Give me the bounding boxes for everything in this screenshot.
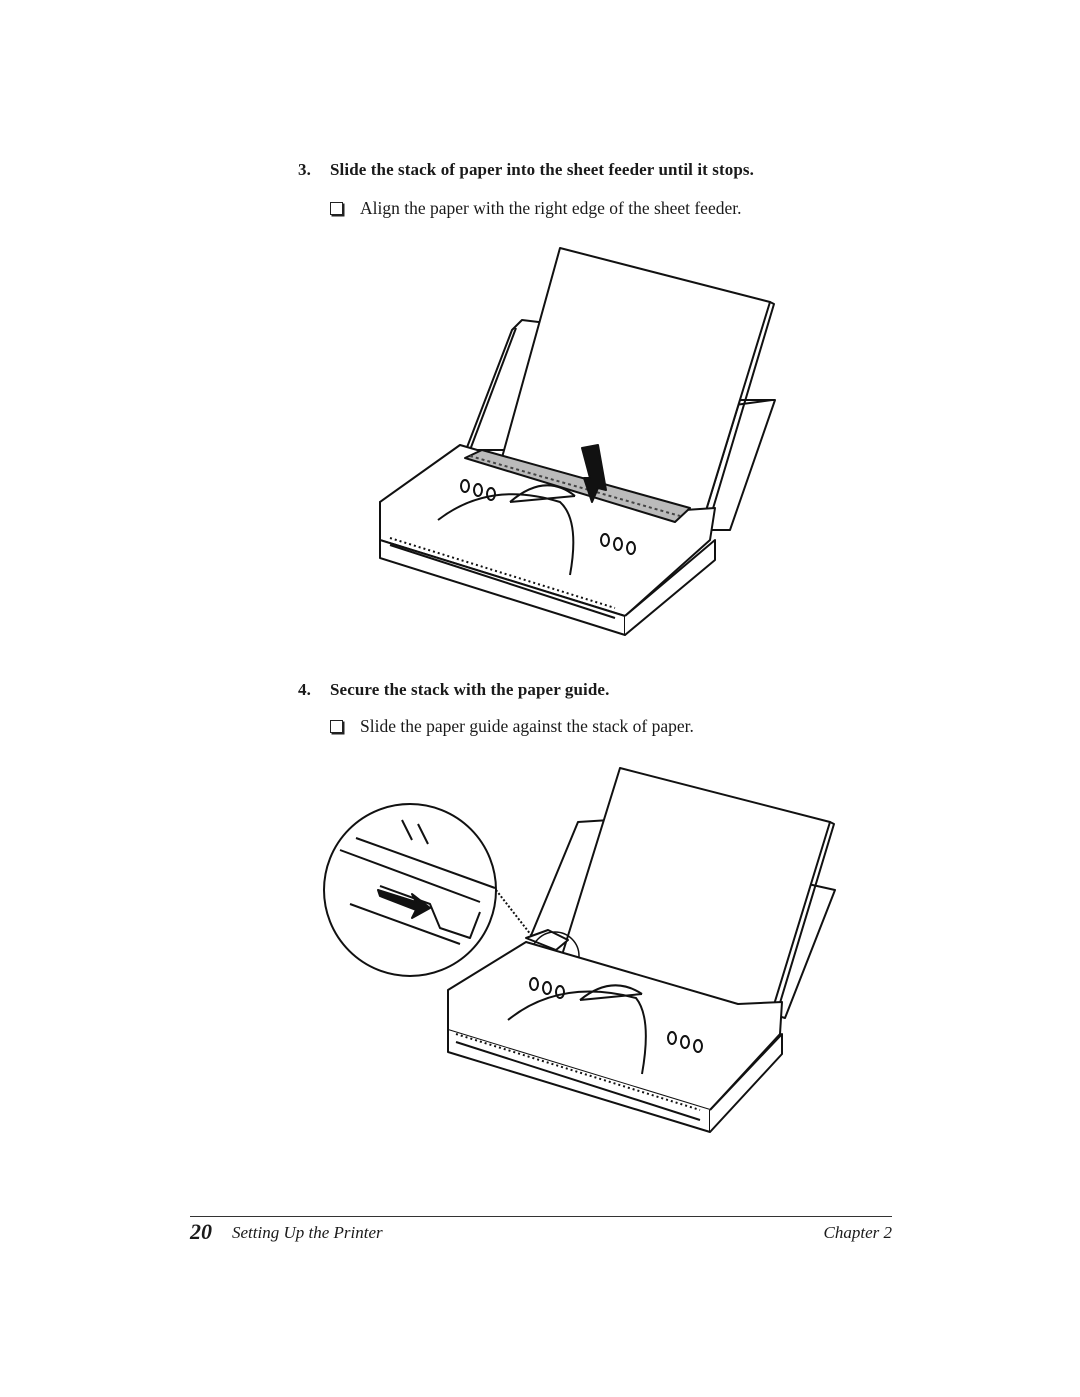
step-4-bullet-text: Slide the paper guide against the stack … [360, 716, 694, 736]
step-4-title: Secure the stack with the paper guide. [330, 680, 610, 699]
page-number: 20 [190, 1219, 212, 1244]
step-3-title: Slide the stack of paper into the sheet … [330, 160, 754, 179]
footer-chapter: Chapter 2 [823, 1223, 892, 1242]
step-4-heading: 4. Secure the stack with the paper guide. [298, 680, 609, 700]
step-4-bullet: Slide the paper guide against the stack … [330, 716, 694, 737]
checkbox-bullet-icon [330, 720, 343, 733]
footer-section-title: Setting Up the Printer [232, 1223, 383, 1242]
printer-loading-illustration [379, 247, 776, 636]
step-3-bullet: Align the paper with the right edge of t… [330, 198, 741, 219]
checkbox-bullet-icon [330, 202, 343, 215]
step-4-number: 4. [298, 680, 311, 699]
footer-rule [190, 1216, 892, 1217]
step-3-bullet-text: Align the paper with the right edge of t… [360, 198, 742, 218]
step-3-number: 3. [298, 160, 311, 179]
step-3-heading: 3. Slide the stack of paper into the shee… [298, 160, 754, 180]
paper-guide-illustration [323, 767, 836, 1133]
